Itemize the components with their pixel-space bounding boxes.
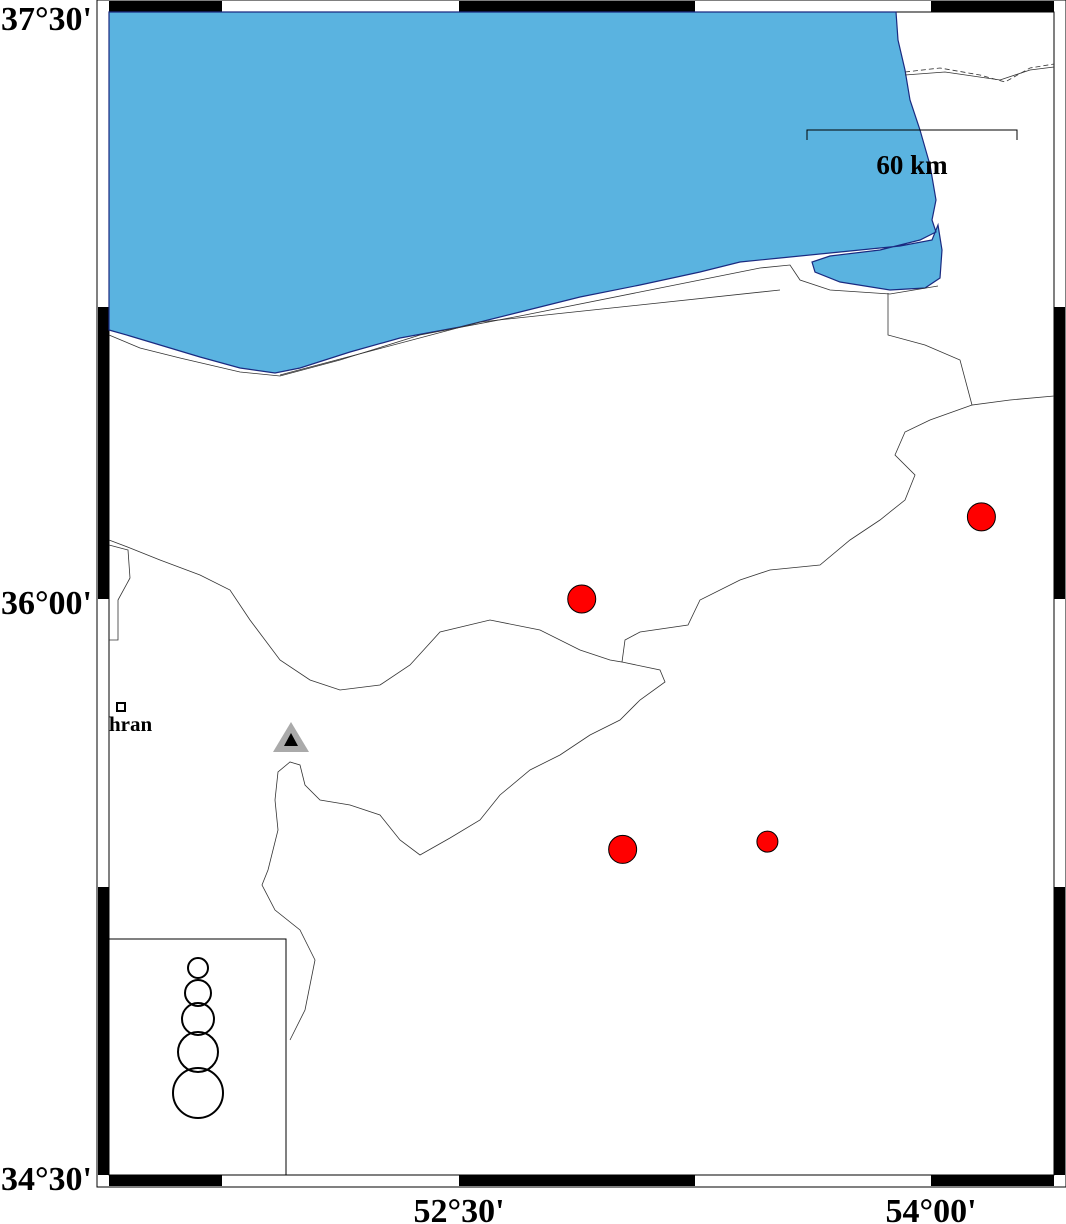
lat-label-37-30: 37°30' [1, 1, 92, 38]
boundaries [108, 63, 1055, 1041]
lon-label-52-30: 52°30' [413, 1193, 504, 1224]
event-marker-3 [756, 830, 779, 853]
station-triangle-icon [273, 722, 309, 752]
legend-circle-4 [177, 1031, 219, 1073]
lon-label-54-00: 54°00' [885, 1193, 976, 1224]
lat-label-34-30: 34°30' [1, 1161, 92, 1198]
city-marker: hran [109, 702, 153, 736]
legend-circle-1 [187, 957, 209, 979]
legend-circle-2 [184, 979, 212, 1007]
scale-bar-label: 60 km [876, 150, 948, 180]
events-layer [567, 502, 996, 864]
event-marker-1 [966, 502, 996, 532]
lat-label-36-00: 36°00' [1, 585, 92, 622]
city-label: hran [109, 712, 153, 736]
legend-circle-5 [172, 1067, 224, 1119]
scale-bar: 60 km [806, 129, 1018, 180]
magnitude-legend [108, 938, 287, 1176]
event-marker-2 [608, 834, 638, 864]
caspian-sea [108, 11, 943, 374]
event-marker-0 [567, 584, 597, 614]
legend-circle-3 [181, 1002, 215, 1036]
